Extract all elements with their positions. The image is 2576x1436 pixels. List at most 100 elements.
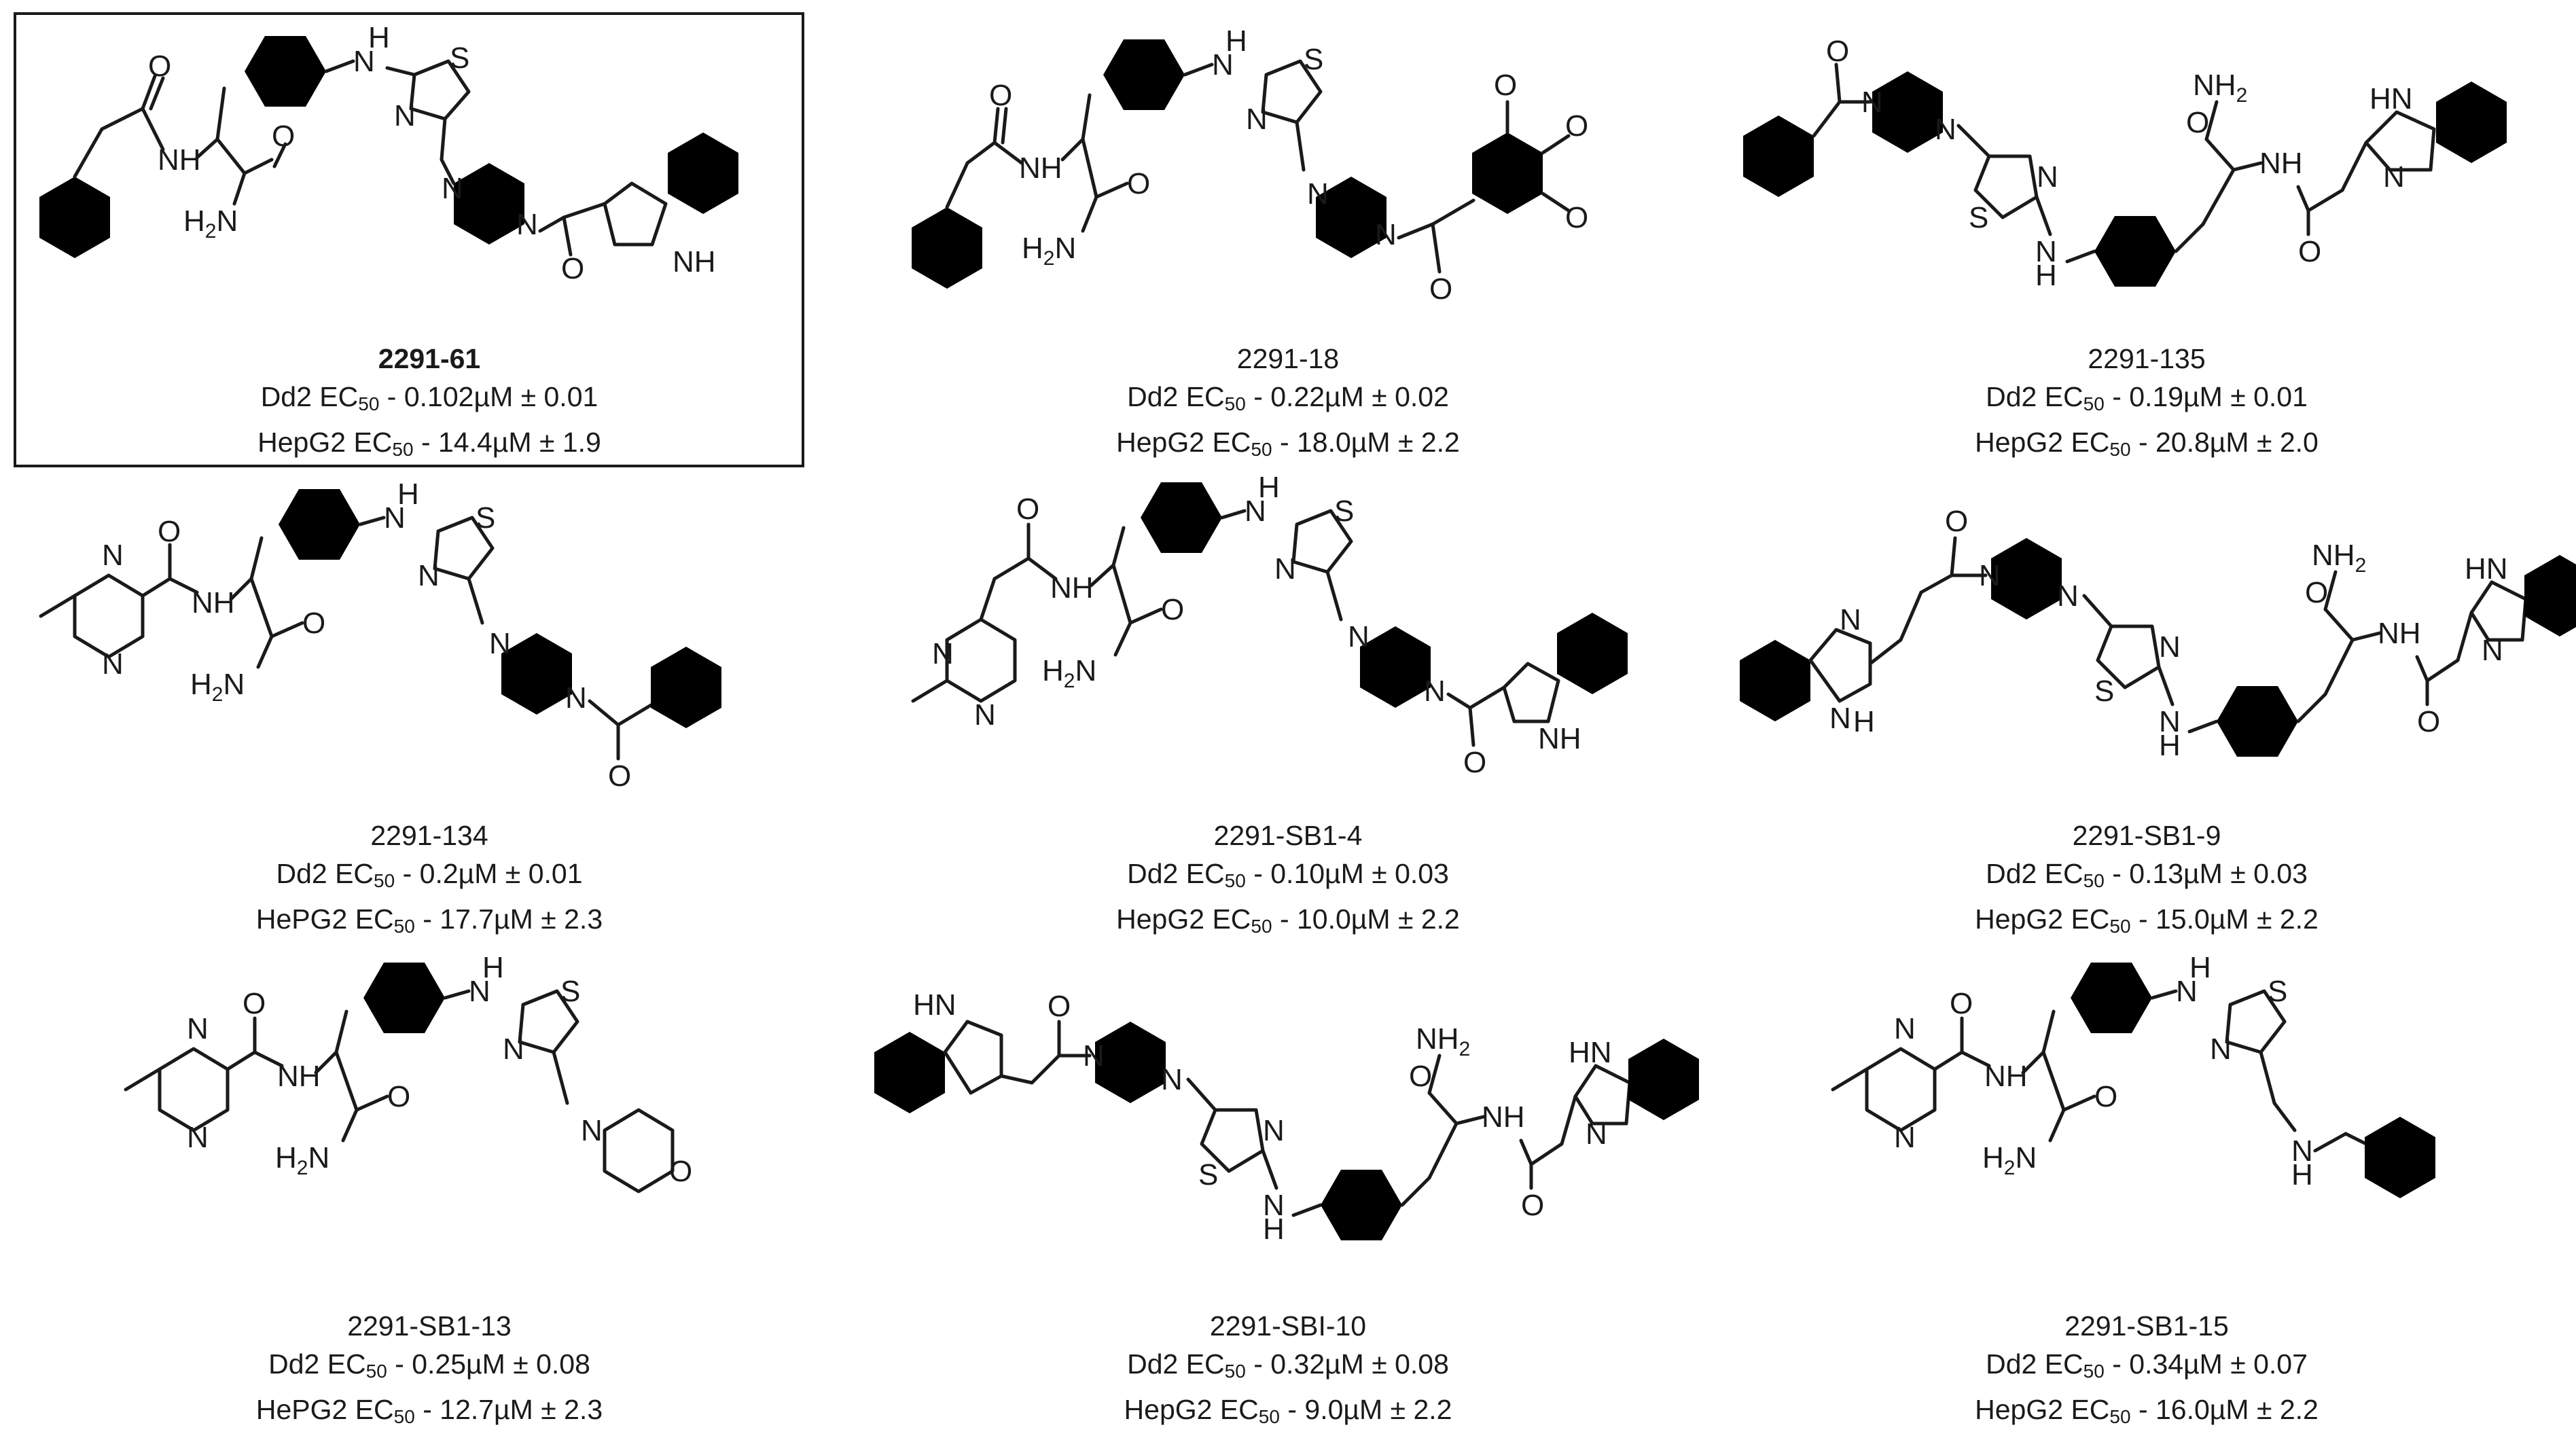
hepg2-ec50: HepG2 EC50 - 10.0µM ± 2.2 xyxy=(1116,903,1460,937)
atom-label: O xyxy=(989,79,1012,112)
atom-label: N xyxy=(2159,630,2181,664)
atom-label: O xyxy=(2186,106,2209,139)
atom-label: O xyxy=(608,759,631,793)
compound-card: N N O NH O H2N N H S N N N O 2291-134 Dd… xyxy=(0,477,859,954)
molecule-structure: O N N N S N H O NH2 NH O HN N xyxy=(1743,35,2507,292)
atom-label: H xyxy=(1263,1213,1285,1246)
atom-label: N xyxy=(1586,1117,1607,1151)
atom-label: N xyxy=(1829,702,1851,735)
atom-label: H xyxy=(1226,24,1247,58)
atom-label: N xyxy=(1307,177,1329,211)
atom-label: N xyxy=(1161,1063,1183,1096)
dd2-ec50: Dd2 EC50 - 0.22µM ± 0.02 xyxy=(1127,381,1449,414)
molecule-structure: N N O NH O H2N N H S N N N O xyxy=(39,478,721,793)
compound-card: N N O NH O H2N N H S N N O 2291-SB1-13 D… xyxy=(0,951,859,1431)
atom-label: H xyxy=(2035,259,2057,292)
atom-label: N xyxy=(1894,1121,1916,1154)
atom-label: O xyxy=(1016,492,1039,526)
atom-label: H xyxy=(482,951,504,984)
atom-label: N xyxy=(974,698,996,732)
atom-label: N xyxy=(2291,1134,2313,1168)
atom-label: N xyxy=(1375,218,1397,251)
atom-label: N xyxy=(442,172,463,205)
atom-label: O xyxy=(2094,1080,2117,1113)
compound-card: N N H O N N N S N H O NH2 NH O HN N xyxy=(1717,477,2576,954)
atom-label: N xyxy=(384,501,406,535)
hepg2-ec50: HepG2 EC50 - 16.0µM ± 2.2 xyxy=(1975,1394,2319,1427)
compound-card: N N O NH O H2N N H S N N N O NH 2291-SB1… xyxy=(859,471,1717,954)
dd2-ec50: Dd2 EC50 - 0.10µM ± 0.03 xyxy=(1127,858,1449,891)
atom-label: N xyxy=(516,208,538,241)
compound-card: HN O N N N S N H O NH2 NH O HN N xyxy=(859,954,1717,1431)
atom-label: O xyxy=(1048,990,1071,1023)
atom-label: O xyxy=(1826,35,1849,68)
atom-label: O xyxy=(2298,235,2321,268)
atom-label: HN xyxy=(2465,552,2508,586)
atom-label: O xyxy=(561,252,584,285)
compound-card: O NH O H2N N H S N N N O NH xyxy=(0,0,859,477)
atom-label: S xyxy=(2268,975,2287,1008)
highlight-box xyxy=(14,12,804,467)
atom-label: O xyxy=(1127,167,1150,200)
compound-name: 2291-135 xyxy=(2088,343,2206,374)
compound-name: 2291-SB1-13 xyxy=(347,1310,512,1342)
compound-name: 2291-SB1-4 xyxy=(1213,820,1363,851)
atom-label: NH2 xyxy=(2312,539,2366,577)
atom-label: NH xyxy=(277,1060,321,1093)
atom-label: O xyxy=(1429,272,1452,306)
atom-label: H2N xyxy=(275,1141,329,1179)
atom-label: N xyxy=(1348,620,1370,653)
dd2-ec50: Dd2 EC50 - 0.102µM ± 0.01 xyxy=(260,381,598,414)
atom-label: N xyxy=(1212,48,1234,82)
atom-label: N xyxy=(102,539,124,572)
atom-label: O xyxy=(1409,1060,1432,1093)
compound-name: 2291-18 xyxy=(1236,343,1340,374)
molecule-structure: N N H O N N N S N H O NH2 NH O HN N xyxy=(1740,505,2576,762)
atom-label: O xyxy=(1463,746,1486,779)
atom-label: N xyxy=(1263,1114,1285,1147)
atom-label: S xyxy=(1334,495,1354,528)
atom-label: HN xyxy=(1569,1036,1612,1069)
hepg2-ec50: HepG2 EC50 - 14.4µM ± 1.9 xyxy=(257,427,601,460)
atom-label: NH xyxy=(1482,1100,1525,1134)
atom-label: S xyxy=(560,975,580,1008)
atom-label: O xyxy=(1494,69,1517,102)
atom-label: O xyxy=(2417,705,2440,738)
atom-label: N xyxy=(1861,86,1883,119)
atom-label: H2N xyxy=(183,204,238,243)
atom-label: S xyxy=(1969,201,1988,234)
atom-label: NH2 xyxy=(1416,1022,1470,1060)
atom-label: NH xyxy=(1538,722,1581,755)
atom-label: HN xyxy=(2369,82,2413,115)
molecule-structure: N N O NH O H2N N H S N N N O NH xyxy=(911,471,1628,779)
atom-label: N xyxy=(2159,705,2181,738)
atom-label: H xyxy=(2189,951,2211,984)
atom-label: N xyxy=(1246,103,1268,136)
compound-caption: 2291-SB1-9 Dd2 EC50 - 0.13µM ± 0.03 HepG… xyxy=(1717,816,2576,946)
hepg2-ec50: HePG2 EC50 - 12.7µM ± 2.3 xyxy=(255,1394,603,1427)
atom-label: O xyxy=(1521,1189,1544,1222)
compound-caption: 2291-135 Dd2 EC50 - 0.19µM ± 0.01 HepG2 … xyxy=(1717,340,2576,469)
atom-label: N xyxy=(1840,603,1861,636)
atom-label: S xyxy=(476,501,495,535)
hepg2-ec50: HepG2 EC50 - 9.0µM ± 2.2 xyxy=(1124,1394,1452,1427)
atom-label: S xyxy=(1198,1158,1218,1191)
atom-label: O xyxy=(2305,576,2328,609)
compound-card: O NH O H2N N H S N N N O O O O 2291-18 D… xyxy=(859,0,1717,477)
hepg2-ec50: HepG2 EC50 - 20.8µM ± 2.0 xyxy=(1975,427,2319,460)
compound-caption: 2291-SBI-10 Dd2 EC50 - 0.32µM ± 0.08 Hep… xyxy=(859,1307,1717,1436)
dd2-ec50: Dd2 EC50 - 0.34µM ± 0.07 xyxy=(1986,1348,2308,1382)
molecule-structure: O NH O H2N N H S N N N O NH xyxy=(39,21,738,285)
atom-label: N xyxy=(581,1114,603,1147)
atom-label: N xyxy=(187,1121,209,1154)
atom-label: S xyxy=(1304,43,1323,76)
atom-label: N xyxy=(2383,160,2405,194)
atom-label: H xyxy=(397,478,419,511)
compound-name: 2291-SBI-10 xyxy=(1209,1310,1367,1342)
atom-label: NH xyxy=(158,143,201,177)
atom-label: H2N xyxy=(1042,654,1096,692)
compound-name: 2291-61 xyxy=(378,343,481,374)
atom-label: O xyxy=(1161,593,1184,626)
hepg2-ec50: HePG2 EC50 - 17.7µM ± 2.3 xyxy=(255,903,603,937)
atom-label: N xyxy=(2057,579,2079,613)
